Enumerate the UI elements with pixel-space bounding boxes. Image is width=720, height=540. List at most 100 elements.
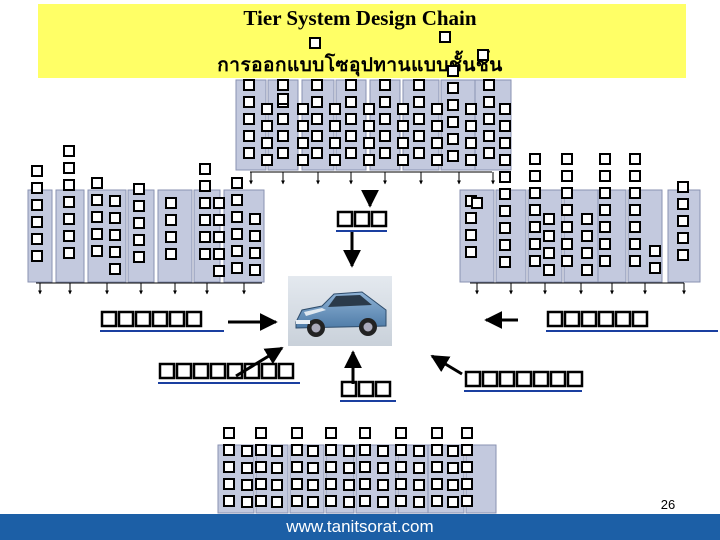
missing-glyph-box [151,310,169,328]
missing-glyph-box [255,478,267,490]
missing-glyph-box [325,444,337,456]
missing-glyph-box [343,479,355,491]
missing-glyph-box [297,103,309,115]
missing-glyph-box [413,445,425,457]
missing-glyph-box [629,238,641,250]
missing-glyph-box [31,250,43,262]
missing-glyph-box [465,212,477,224]
missing-glyph-box [329,154,341,166]
missing-glyph-box [231,262,243,274]
missing-glyph-box [63,162,75,174]
missing-glyph-box [311,96,323,108]
missing-glyph-box [199,163,211,175]
missing-glyph-box [325,495,337,507]
missing-glyph-box [168,310,186,328]
missing-glyph-box [461,461,473,473]
missing-glyph-box [431,154,443,166]
missing-glyph-box [566,370,584,388]
missing-glyph-box [261,137,273,149]
missing-glyph-box [91,177,103,189]
missing-glyph-box [649,262,661,274]
missing-glyph-box [249,213,261,225]
missing-glyph-box [561,153,573,165]
missing-glyph-box [397,137,409,149]
missing-glyph-box [260,362,278,380]
missing-glyph-box [261,120,273,132]
missing-glyph-box [599,204,611,216]
missing-glyph-box [379,147,391,159]
supplier-bar-right [597,189,627,283]
missing-glyph-box [677,198,689,210]
missing-glyph-box [91,228,103,240]
missing-glyph-box [291,444,303,456]
missing-glyph-box [343,445,355,457]
missing-glyph-box [581,213,593,225]
missing-glyph-box [63,196,75,208]
missing-glyph-box [413,130,425,142]
missing-glyph-box [359,461,371,473]
missing-glyph-box [599,170,611,182]
missing-glyph-box [499,239,511,251]
missing-glyph-box [311,79,323,91]
missing-glyph-box [277,93,289,105]
missing-glyph-box [377,462,389,474]
missing-glyph-box [311,147,323,159]
missing-glyph-box [158,362,176,380]
missing-glyph-box [377,496,389,508]
missing-glyph-box [31,165,43,177]
missing-glyph-box [529,187,541,199]
missing-glyph-box [109,195,121,207]
missing-glyph-box [379,96,391,108]
missing-glyph-box [261,154,273,166]
missing-glyph-box [481,370,499,388]
missing-glyph-box [185,310,203,328]
missing-glyph-box [199,231,211,243]
missing-glyph-box [345,113,357,125]
missing-glyph-box [63,213,75,225]
missing-glyph-box [465,137,477,149]
missing-glyph-box [241,462,253,474]
missing-glyph-box [397,154,409,166]
missing-glyph-box [243,96,255,108]
missing-glyph-box [483,113,495,125]
missing-glyph-box [343,496,355,508]
missing-glyph-box [599,187,611,199]
missing-glyph-box [345,147,357,159]
missing-glyph-box [439,31,451,43]
missing-glyph-box [581,247,593,259]
page-number: 26 [660,497,676,512]
missing-glyph-box [109,212,121,224]
missing-glyph-box [529,170,541,182]
missing-glyph-box [91,245,103,257]
missing-glyph-box [499,222,511,234]
missing-glyph-box [31,199,43,211]
missing-glyph-box [447,445,459,457]
missing-glyph-box [340,380,358,398]
missing-glyph-box [649,245,661,257]
missing-glyph-box [581,230,593,242]
missing-glyph-box [465,246,477,258]
missing-glyph-box [307,496,319,508]
missing-glyph-box [447,496,459,508]
missing-glyph-box [413,96,425,108]
missing-glyph-box [561,204,573,216]
missing-glyph-box [243,130,255,142]
missing-glyph-box [599,153,611,165]
missing-glyph-box [271,496,283,508]
missing-glyph-box [413,147,425,159]
missing-glyph-box [271,462,283,474]
missing-glyph-box [134,310,152,328]
missing-glyph-box [413,496,425,508]
missing-glyph-box [477,49,489,61]
missing-glyph-box [31,233,43,245]
missing-glyph-box [561,187,573,199]
missing-glyph-box [291,478,303,490]
missing-glyph-box [629,170,641,182]
car-image [288,276,392,346]
missing-glyph-box [249,230,261,242]
missing-glyph-box [223,444,235,456]
missing-glyph-box [255,495,267,507]
missing-glyph-box [447,116,459,128]
missing-glyph-box [413,462,425,474]
missing-glyph-box [529,255,541,267]
